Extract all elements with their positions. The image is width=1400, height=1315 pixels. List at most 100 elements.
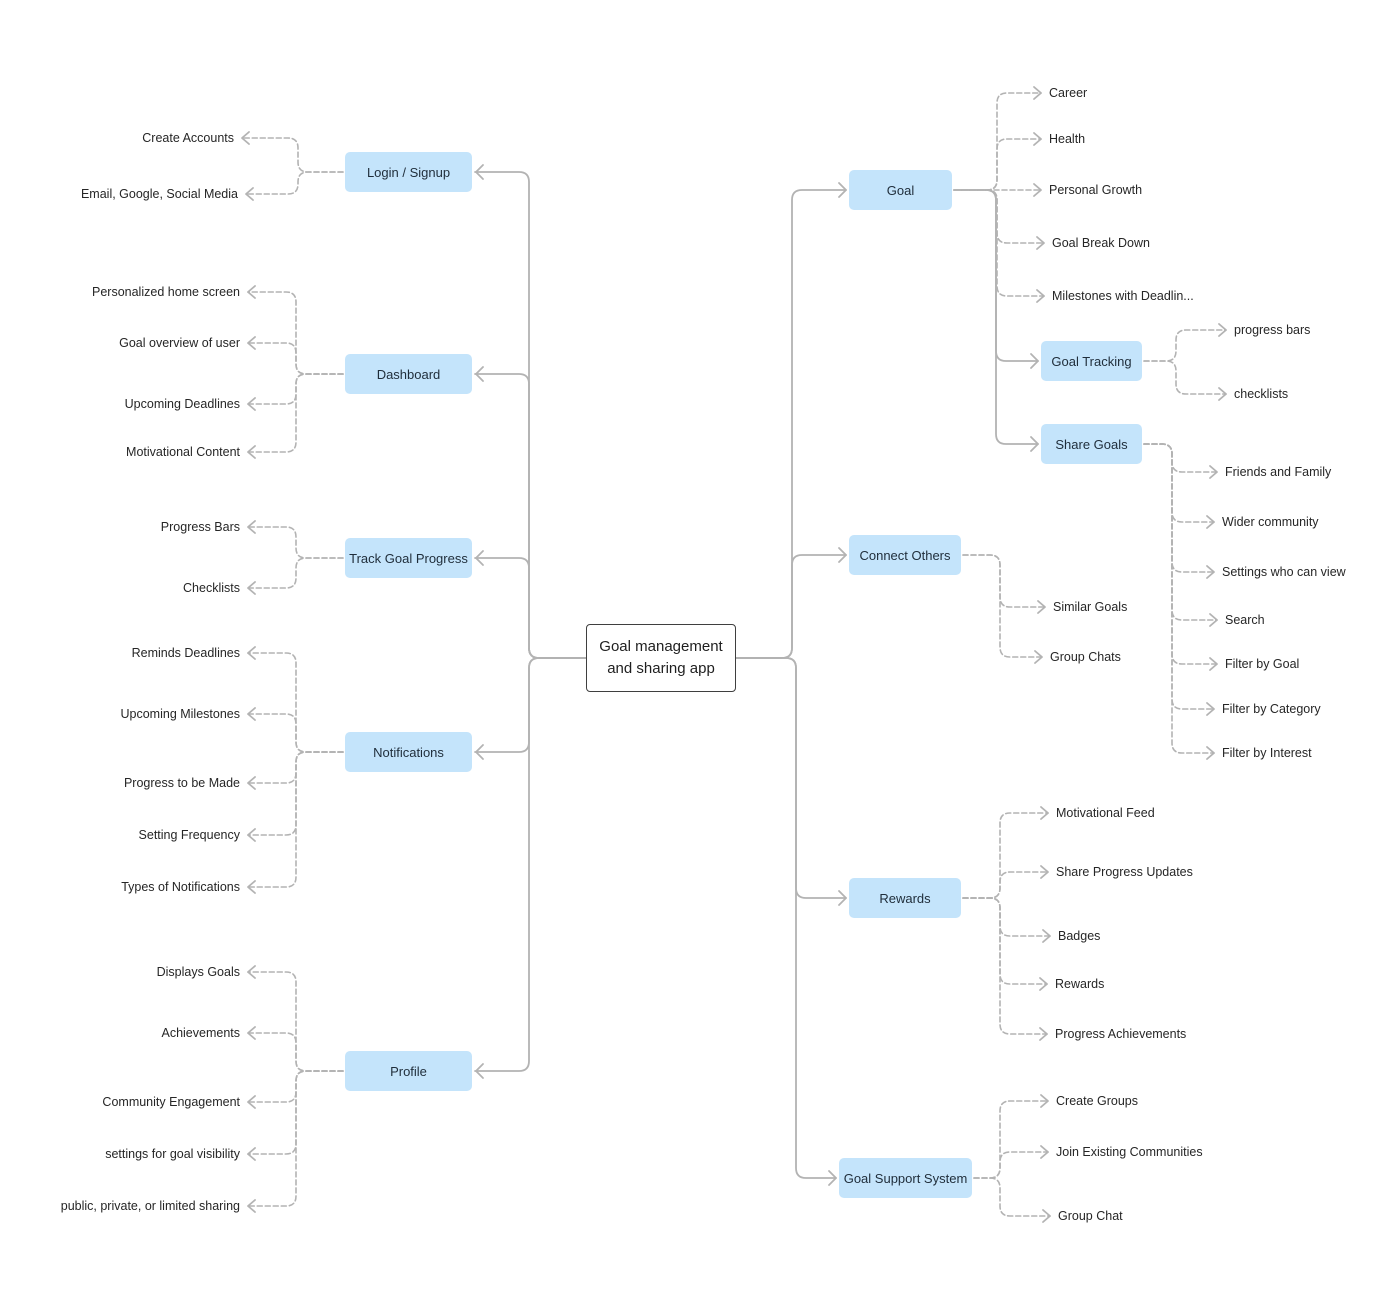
edge-goal-to-1: [953, 189, 1039, 362]
edge-left-leaf-1-0: [247, 291, 344, 375]
arrowhead-left-leaf-4-1: [247, 1026, 256, 1040]
edge-center-to-right-3: [735, 554, 847, 659]
edge-left-leaf-2-1: [247, 557, 344, 589]
leaf-filter-by-interest: Filter by Interest: [1222, 746, 1312, 760]
edge-left-leaf-4-4: [247, 1070, 344, 1207]
edge-right-leaf-4-1: [962, 871, 1049, 899]
leaf-public-private-limited: public, private, or limited sharing: [60, 1199, 240, 1213]
leaf-wider-community: Wider community: [1222, 515, 1319, 529]
arrowhead-left-leaf-1-0: [247, 285, 256, 299]
arrowhead-right-5: [828, 1170, 837, 1186]
leaf-settings-who-can-view: Settings who can view: [1222, 565, 1346, 579]
leaf-similar-goals: Similar Goals: [1053, 600, 1128, 614]
arrowhead-left-leaf-3-0: [247, 646, 256, 660]
leaf-motivational-content: Motivational Content: [126, 445, 240, 459]
edge-right-leaf-0-0: [953, 92, 1042, 191]
branch-connect-others[interactable]: Connect Others: [849, 535, 961, 575]
arrowhead-right-leaf-1-0: [1218, 323, 1227, 337]
edge-left-leaf-0-0: [241, 137, 344, 173]
branch-notifications[interactable]: Notifications: [345, 732, 472, 772]
edge-right-leaf-3-0: [962, 554, 1046, 608]
edge-right-leaf-4-2: [962, 897, 1051, 937]
edge-left-leaf-3-3: [247, 751, 344, 836]
leaf-join-communities: Join Existing Communities: [1056, 1145, 1203, 1159]
edge-left-leaf-3-2: [247, 751, 344, 784]
edge-left-leaf-3-4: [247, 751, 344, 888]
leaf-search: Search: [1225, 613, 1265, 627]
edge-left-leaf-3-1: [247, 713, 344, 753]
leaf-setting-frequency: Setting Frequency: [138, 828, 240, 842]
edge-left-leaf-1-3: [247, 373, 344, 453]
edge-right-leaf-4-3: [962, 897, 1048, 985]
arrowhead-right-leaf-4-2: [1042, 929, 1051, 943]
leaf-tracking-checklists: checklists: [1234, 387, 1289, 401]
leaf-goal-overview: Goal overview of user: [119, 336, 240, 350]
arrowhead-right-leaf-3-0: [1037, 600, 1046, 614]
arrowhead-left-4: [475, 1063, 484, 1079]
edge-right-leaf-3-1: [962, 554, 1043, 658]
leaf-community-engagement: Community Engagement: [102, 1095, 240, 1109]
edge-right-leaf-4-4: [962, 897, 1048, 1035]
arrowhead-left-leaf-3-4: [247, 880, 256, 894]
leaf-tracking-progress-bars: progress bars: [1234, 323, 1311, 337]
arrowhead-right-0: [838, 182, 847, 198]
edge-right-leaf-4-0: [962, 812, 1049, 899]
leaf-settings-goal-visibility: settings for goal visibility: [105, 1147, 240, 1161]
edge-right-leaf-2-0: [1143, 443, 1218, 473]
edge-right-leaf-2-5: [1143, 443, 1215, 710]
edge-right-leaf-2-2: [1143, 443, 1215, 573]
leaf-health: Health: [1049, 132, 1086, 146]
arrowhead-goal-2: [1030, 436, 1039, 452]
arrowhead-left-leaf-2-1: [247, 581, 256, 595]
leaf-achievements: Achievements: [161, 1026, 240, 1040]
leaf-personalized-home: Personalized home screen: [92, 285, 240, 299]
arrowhead-right-leaf-0-2: [1033, 183, 1042, 197]
edge-left-leaf-4-0: [247, 971, 344, 1072]
central-topic[interactable]: Goal management and sharing app: [586, 624, 736, 692]
branch-dashboard[interactable]: Dashboard: [345, 354, 472, 394]
branch-goal-support-system[interactable]: Goal Support System: [839, 1158, 972, 1198]
leaf-create-groups: Create Groups: [1056, 1094, 1138, 1108]
edge-left-leaf-4-3: [247, 1070, 344, 1155]
edge-right-leaf-2-3: [1143, 443, 1218, 621]
arrowhead-left-leaf-3-3: [247, 828, 256, 842]
branch-rewards[interactable]: Rewards: [849, 878, 961, 918]
arrowhead-left-leaf-0-1: [245, 187, 254, 201]
edge-left-leaf-3-0: [247, 652, 344, 753]
edge-goal-to-2: [953, 189, 1039, 445]
leaf-filter-by-goal: Filter by Goal: [1225, 657, 1300, 671]
edge-center-to-left-0: [474, 171, 587, 659]
leaf-milestones-deadlines: Milestones with Deadlin...: [1052, 289, 1194, 303]
arrowhead-right-leaf-5-1: [1040, 1145, 1049, 1159]
edge-right-leaf-1-1: [1143, 360, 1227, 395]
leaf-displays-goals: Displays Goals: [156, 965, 240, 979]
leaf-types-of-notifications: Types of Notifications: [121, 880, 240, 894]
edge-center-to-left-4: [474, 657, 587, 1072]
arrowhead-right-leaf-0-1: [1033, 132, 1042, 146]
edge-right-leaf-0-3: [953, 189, 1045, 244]
arrowhead-right-leaf-2-1: [1206, 515, 1215, 529]
leaf-goal-break-down: Goal Break Down: [1052, 236, 1150, 250]
arrowhead-right-3: [838, 547, 847, 563]
arrowhead-right-leaf-0-4: [1036, 289, 1045, 303]
edge-center-to-left-1: [474, 373, 587, 659]
arrowhead-right-leaf-2-4: [1209, 657, 1218, 671]
branch-profile[interactable]: Profile: [345, 1051, 472, 1091]
edge-center-to-right-5: [735, 657, 837, 1179]
branch-share-goals[interactable]: Share Goals: [1041, 424, 1142, 464]
arrowhead-right-leaf-5-2: [1042, 1209, 1051, 1223]
edge-center-to-right-4: [735, 657, 847, 899]
branch-goal-tracking[interactable]: Goal Tracking: [1041, 341, 1142, 381]
arrowhead-left-leaf-0-0: [241, 131, 250, 145]
arrowhead-left-leaf-3-1: [247, 707, 256, 721]
branch-goal[interactable]: Goal: [849, 170, 952, 210]
leaf-personal-growth: Personal Growth: [1049, 183, 1143, 197]
arrowhead-left-3: [475, 744, 484, 760]
edge-left-leaf-4-1: [247, 1032, 344, 1072]
branch-login-signup[interactable]: Login / Signup: [345, 152, 472, 192]
branch-track-goal-progress[interactable]: Track Goal Progress: [345, 538, 472, 578]
arrowhead-right-leaf-2-5: [1206, 702, 1215, 716]
edge-left-leaf-0-1: [245, 171, 344, 195]
arrowhead-right-leaf-5-0: [1040, 1094, 1049, 1108]
arrowhead-left-leaf-3-2: [247, 776, 256, 790]
